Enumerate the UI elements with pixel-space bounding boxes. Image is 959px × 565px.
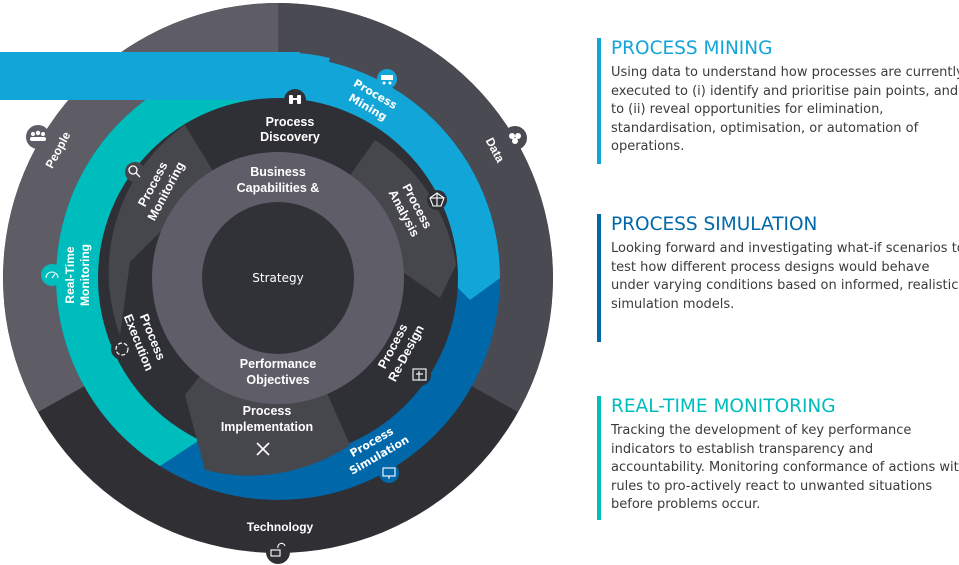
panel-process-mining: PROCESS MINING Using data to understand …: [597, 38, 959, 164]
discovery-label-2: Discovery: [260, 130, 320, 144]
gauge-icon: [45, 271, 59, 279]
business-capabilities-label-1: Business: [250, 165, 306, 179]
panel-description: Tracking the development of key performa…: [611, 423, 959, 512]
implementation-label-1: Process: [243, 404, 292, 418]
rtm-label-2: Monitoring: [78, 244, 92, 306]
gauge-icon-badge: [41, 264, 63, 286]
performance-objectives-label-2: Objectives: [246, 373, 309, 387]
magnifier-pulse-icon: [128, 165, 141, 178]
mining-band: [0, 52, 300, 100]
mine-cart-icon: [381, 75, 393, 85]
panel-process-simulation: PROCESS SIMULATION Looking forward and i…: [597, 214, 959, 342]
blueprint-icon-badge: [409, 364, 431, 386]
technology-label: Technology: [247, 520, 314, 534]
business-capabilities-label-2: Capabilities &: [237, 181, 320, 195]
binoculars-icon: [289, 95, 301, 104]
people-icon: [30, 130, 46, 141]
process-management-wheel: Strategy Business Capabilities & Perform…: [0, 3, 553, 564]
panel-real-time-monitoring: REAL-TIME MONITORING Tracking the develo…: [597, 396, 959, 520]
radar-chart-icon: [429, 192, 445, 207]
enabler-technology[interactable]: Technology: [247, 520, 314, 564]
lifecycle-implementation[interactable]: Process Implementation: [221, 404, 313, 460]
discovery-label-1: Process: [266, 115, 315, 129]
lifecycle-discovery[interactable]: Process Discovery: [260, 89, 320, 144]
magnifier-pulse-icon-badge: [125, 162, 145, 182]
capability-rtm[interactable]: Real-Time Monitoring: [41, 244, 92, 306]
monitor-simulation-icon: [382, 467, 396, 479]
monitor-simulation-icon-badge: [379, 463, 399, 483]
performance-objectives-label-1: Performance: [240, 357, 316, 371]
implementation-label-2: Implementation: [221, 420, 313, 434]
panel-title: PROCESS MINING: [611, 38, 773, 59]
strategy-core: [202, 202, 354, 354]
lifecycle-segment-monitoring: [108, 125, 279, 335]
panel-title: PROCESS SIMULATION: [611, 214, 818, 235]
panel-description: Looking forward and investigating what-i…: [611, 241, 959, 312]
strategy-label: Strategy: [252, 271, 303, 285]
data-icon: [509, 133, 521, 144]
mining-band-join: [280, 52, 330, 100]
blueprint-icon: [412, 368, 427, 381]
panel-title: REAL-TIME MONITORING: [611, 396, 836, 417]
cycle-icon: [115, 342, 129, 356]
cycle-icon-badge: [111, 338, 133, 360]
cloud-computer-icon: [270, 542, 286, 557]
cloud-computer-icon-badge: [266, 540, 290, 564]
rtm-label-1: Real-Time: [63, 246, 77, 303]
panel-description: Using data to understand how processes a…: [611, 65, 959, 154]
tools-icon: [256, 442, 270, 456]
